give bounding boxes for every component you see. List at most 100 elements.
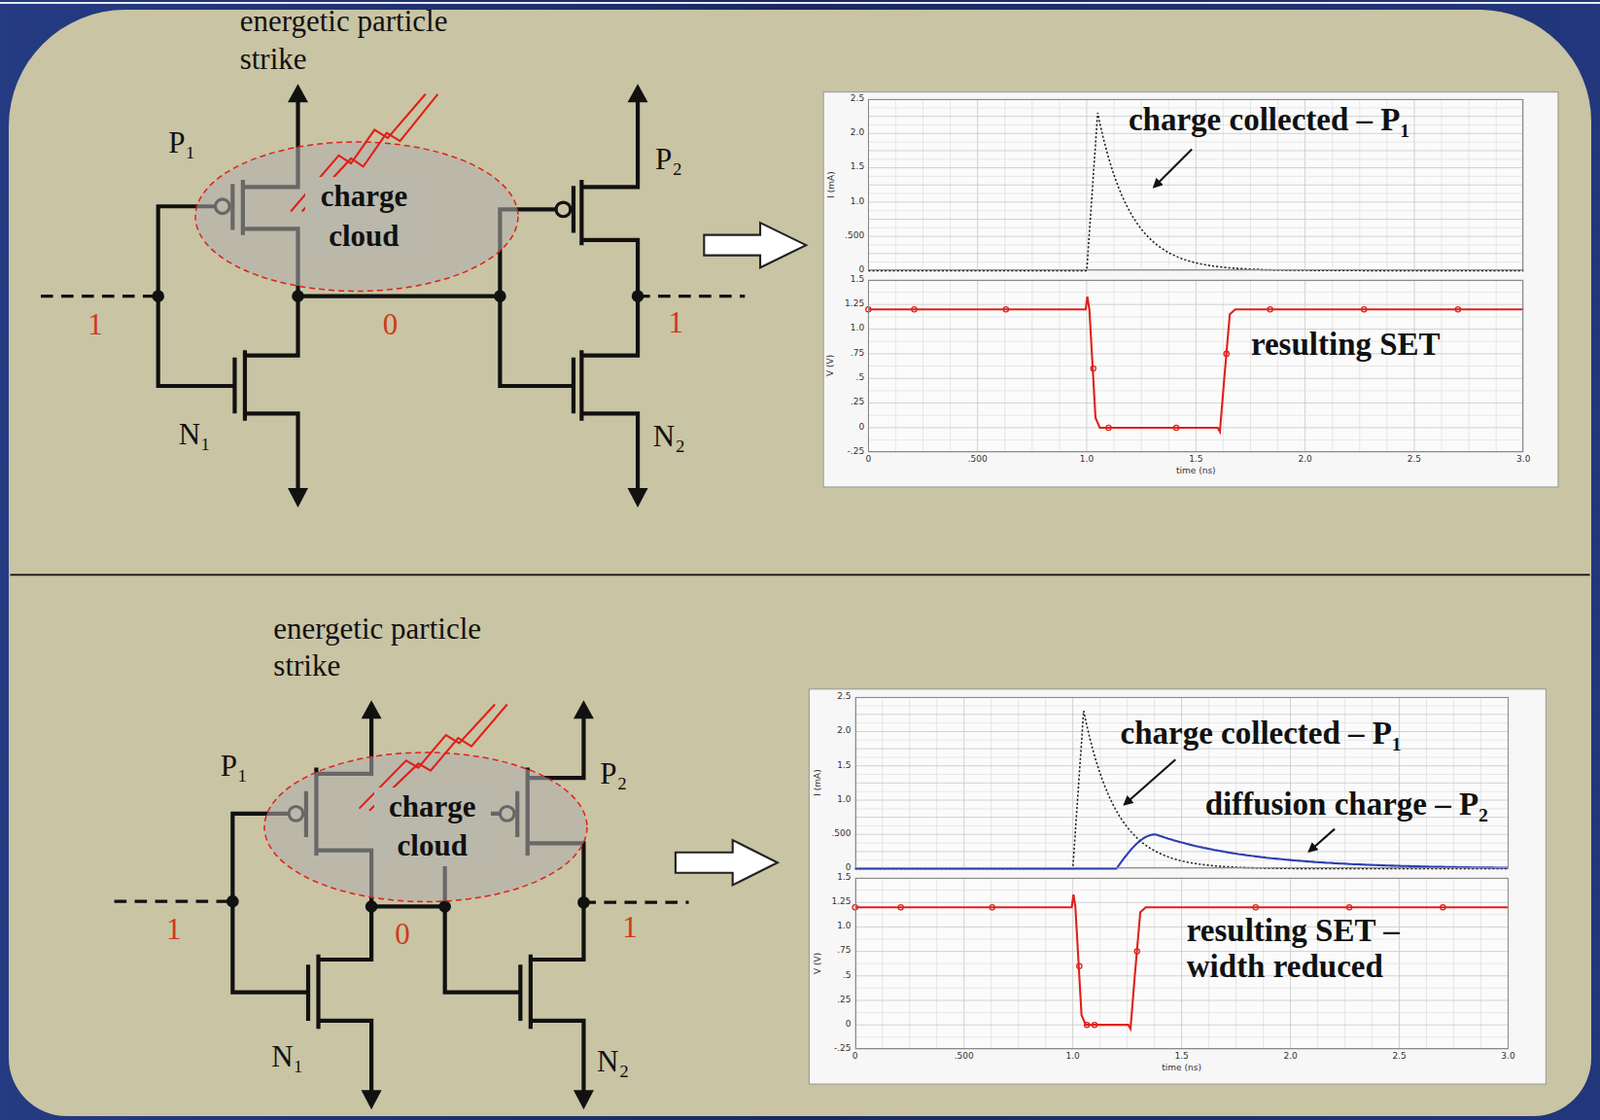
axis-title: V (V)	[813, 952, 824, 974]
strike-label: energetic particle strike	[240, 2, 474, 79]
transistor-name: N₂	[653, 417, 686, 456]
axis-title: I (mA)	[813, 768, 824, 796]
axis-tick: .25	[850, 397, 865, 408]
axis-tick: -.25	[847, 447, 866, 457]
axis-tick: .500	[968, 454, 988, 465]
label-holder: -.25	[847, 447, 866, 457]
plot-panel: charge collected – P₁ diffusion charge – …	[855, 696, 1509, 869]
label-holder: 1.5	[1188, 454, 1203, 465]
label-holder: 0	[394, 915, 411, 954]
plot-panel: charge collected – P₁	[868, 99, 1524, 271]
label-holder: 0	[858, 422, 865, 433]
strike-label: energetic particle strike	[273, 610, 507, 687]
label-holder: time (ns)	[1161, 1063, 1202, 1074]
label-holder: 2.5	[1391, 1051, 1406, 1062]
axis-tick: 2.0	[1297, 454, 1312, 465]
label-holder: .5	[856, 373, 866, 383]
label-holder: P₂	[655, 140, 683, 179]
label-holder: 1.0	[1079, 454, 1094, 465]
axis-tick: 2.0	[850, 128, 865, 139]
label-holder: 1.5	[836, 761, 851, 771]
label-holder: 0	[382, 306, 399, 345]
axis-tick: 1.0	[836, 795, 851, 805]
cloud-label: charge cloud	[305, 176, 422, 256]
axis-tick: 1.25	[831, 897, 851, 907]
axis-tick: 1.5	[1174, 1051, 1188, 1062]
axis-tick: .25	[836, 995, 851, 1006]
axis-tick: .5	[842, 971, 852, 981]
transistor-name: P₂	[599, 755, 627, 794]
transistor-name: N₁	[271, 1038, 304, 1077]
label-holder: 1.25	[844, 299, 865, 310]
label-holder: 1.25	[831, 897, 851, 907]
axis-tick: 1.5	[1188, 454, 1203, 465]
label-holder: .5	[842, 971, 852, 981]
axis-title: time (ns)	[1176, 466, 1217, 477]
label-holder: 0	[865, 454, 871, 465]
label-holder: 1.0	[836, 795, 851, 805]
axis-title: time (ns)	[1161, 1063, 1202, 1074]
transistor-name: P₂	[655, 140, 683, 179]
label-holder: V (V)	[827, 354, 837, 377]
axis-tick: .75	[836, 945, 851, 956]
logic-value: 0	[382, 306, 399, 345]
transistor-name: N₂	[596, 1043, 629, 1081]
label-holder: P₂	[599, 755, 627, 794]
text-holder: resulting SET	[1251, 326, 1441, 363]
axis-tick: 1.25	[844, 299, 865, 310]
axis-tick: 1.0	[1079, 454, 1094, 465]
label-holder: .500	[844, 231, 865, 242]
transistor-name: P₁	[168, 124, 196, 163]
charge-cloud: charge cloud	[262, 750, 590, 904]
label-holder: .25	[850, 397, 865, 408]
label-holder: 1	[87, 306, 104, 345]
label-holder: 2.5	[850, 94, 865, 105]
transistor-name: N₁	[178, 416, 211, 454]
label-holder: .500	[968, 454, 988, 465]
label-holder: 0	[845, 863, 852, 873]
logic-value: 1	[668, 304, 685, 343]
axis-tick: .500	[844, 231, 865, 242]
label-holder: 2.0	[1283, 1051, 1297, 1062]
label-holder: energetic particle strike	[273, 610, 507, 687]
axis-tick: 1.5	[836, 761, 851, 771]
logic-value: 0	[394, 915, 411, 954]
axis-tick: 2.0	[836, 726, 851, 736]
label-holder: N₂	[596, 1043, 629, 1081]
label-holder: 1.5	[836, 872, 851, 883]
label-holder: 0	[852, 1051, 859, 1062]
text-holder: charge collected – P₁	[1120, 715, 1402, 752]
text-holder: charge collected – P₁	[1128, 102, 1410, 139]
label-holder: 2.5	[1407, 454, 1422, 465]
plot-annotation: resulting SET	[1251, 326, 1441, 363]
label-holder: 1.0	[850, 197, 865, 208]
label-holder: .25	[836, 995, 851, 1006]
axis-tick: .5	[856, 373, 866, 383]
axis-title: V (V)	[827, 354, 837, 377]
label-holder: .75	[836, 945, 851, 956]
label-holder: I (mA)	[813, 768, 824, 796]
axis-tick: .500	[831, 829, 851, 839]
axis-tick: 1.0	[850, 197, 865, 208]
label-holder: 1.5	[850, 275, 865, 285]
label-holder: I (mA)	[827, 171, 837, 198]
plot-annotation: diffusion charge – P₂	[1205, 786, 1489, 823]
axis-tick: 0	[852, 1051, 859, 1062]
label-holder: 1.5	[850, 162, 865, 173]
label-holder: V (V)	[813, 952, 824, 974]
label-holder: .75	[850, 348, 865, 359]
label-holder: 1	[166, 910, 182, 949]
logic-value: 1	[622, 908, 638, 947]
label-holder: 2.0	[836, 726, 851, 736]
label-holder: time (ns)	[1176, 466, 1217, 477]
text-holder: diffusion charge – P₂	[1205, 786, 1489, 823]
label-holder: P₁	[220, 747, 248, 786]
axis-tick: 3.0	[1500, 1051, 1515, 1062]
axis-tick: 0	[865, 454, 871, 465]
label-holder: .500	[954, 1051, 974, 1062]
text-holder: resulting SET – width reduced	[1186, 912, 1464, 985]
label-holder: N₂	[653, 417, 686, 456]
label-holder: 1	[622, 908, 638, 947]
axis-tick: 2.0	[1283, 1051, 1297, 1062]
axis-tick: 2.5	[836, 692, 851, 702]
